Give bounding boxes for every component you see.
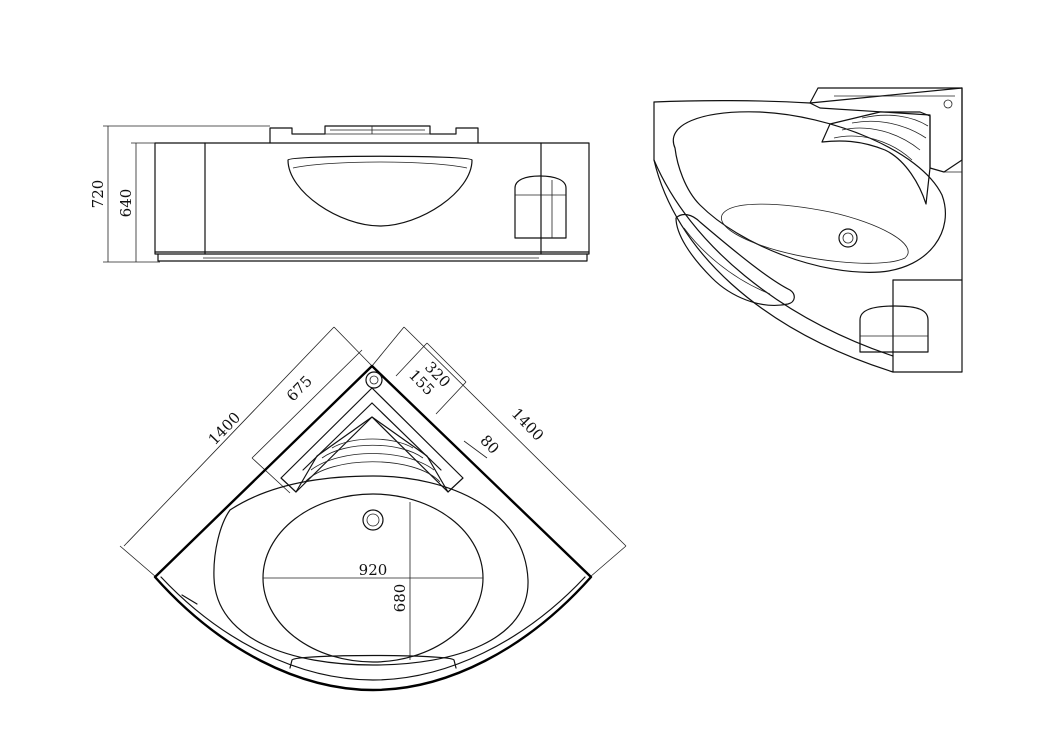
dim-640: 640 [117,189,135,218]
dim-80: 80 [476,431,502,457]
plan-view: 1400 1400 675 320 155 80 920 680 [119,326,627,692]
dim-1400-left: 1400 [205,409,244,449]
dim-680: 680 [391,584,409,613]
front-elevation-view: 720 640 [89,125,590,263]
dim-720: 720 [89,180,107,209]
dim-1400-right: 1400 [508,405,547,445]
perspective-view [653,87,963,373]
dim-920: 920 [359,561,388,579]
